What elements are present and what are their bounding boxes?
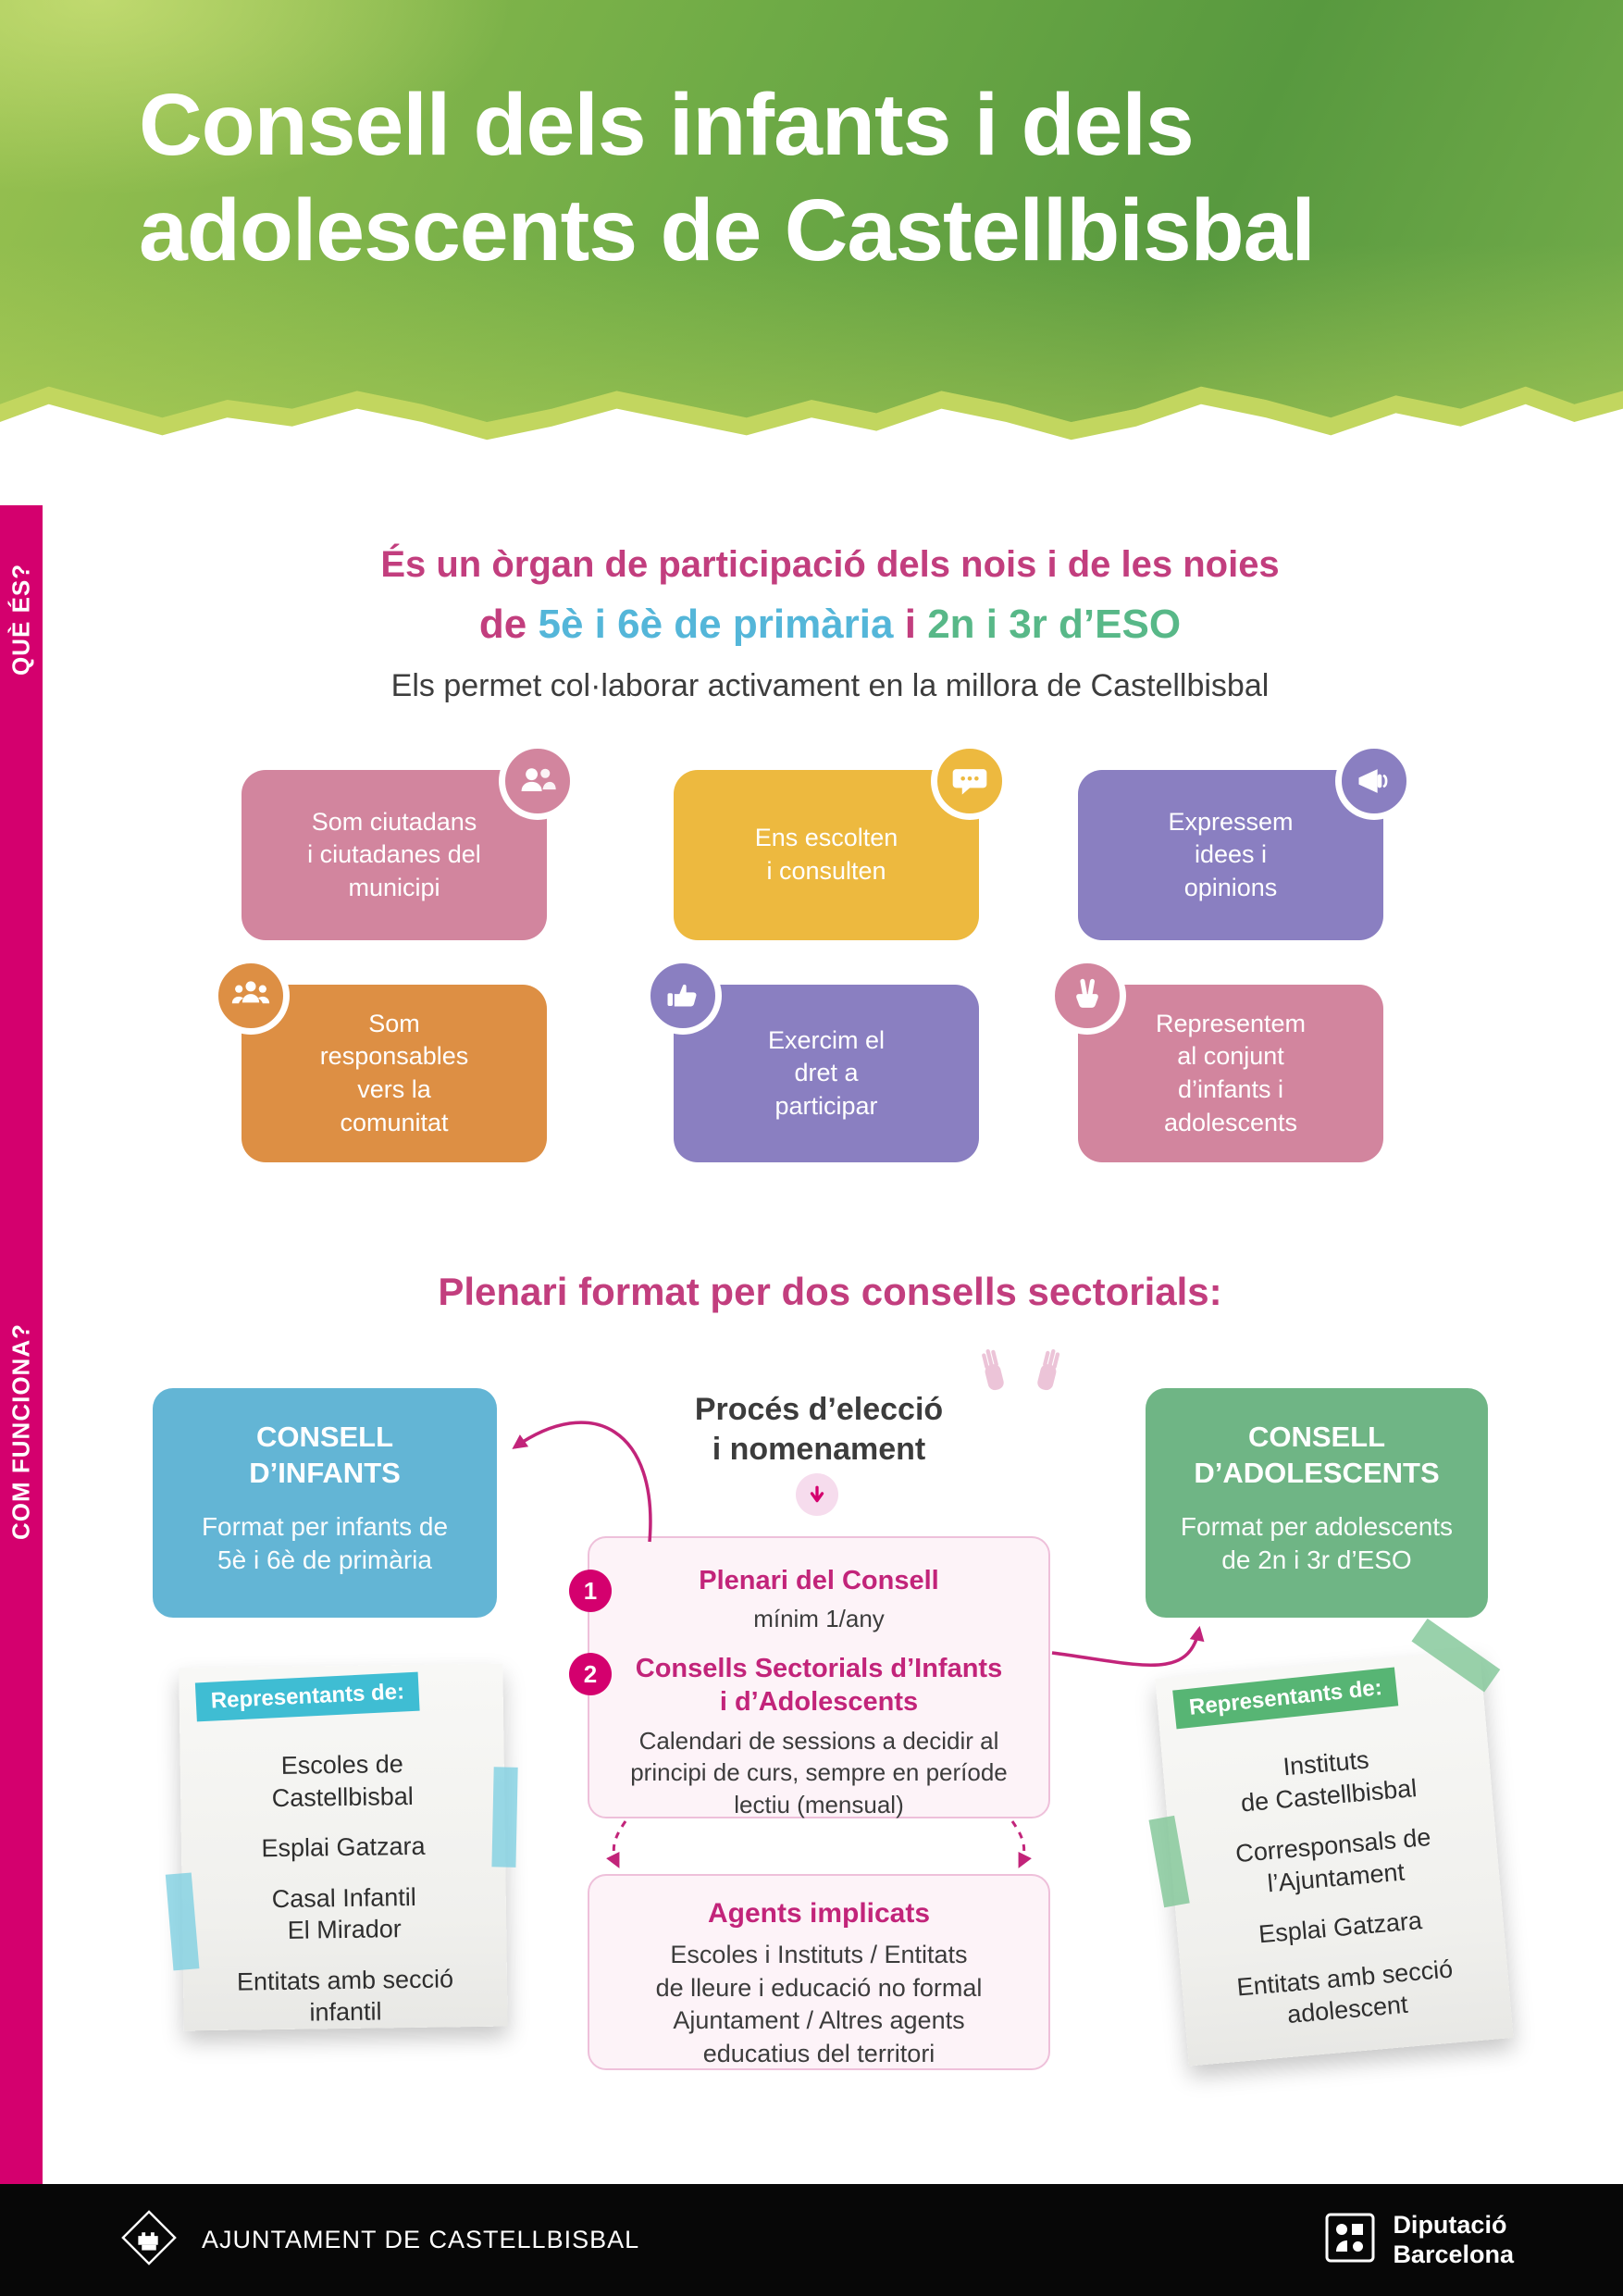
raised-hands-icon [977, 1344, 1064, 1410]
sidebar-stripe: QUÈ ÉS? COM FUNCIONA? [0, 505, 43, 2184]
step-2: Consells Sectorials d’Infants i d’Adoles… [599, 1652, 1039, 1821]
step-1-number: 1 [569, 1570, 612, 1612]
footer-ajuntament: AJUNTAMENT DE CASTELLBISBAL [120, 2209, 639, 2271]
diputacio-line1: Diputació [1393, 2210, 1507, 2239]
arrow-to-adolescents [1051, 1625, 1205, 1668]
ajuntament-castle-logo [120, 2209, 178, 2271]
page-title: Consell dels infants i dels adolescents … [139, 72, 1316, 283]
intro-secondary-grades: 2n i 3r d’ESO [927, 602, 1182, 647]
card-citizens: Som ciutadans i ciutadanes del municipi [242, 742, 576, 940]
card-represent-label: Representem al conjunt d’infants i adole… [1155, 1009, 1307, 1136]
card-responsible: Som responsables vers la comunitat [212, 957, 547, 1162]
footer-diputacio-label: Diputació Barcelona [1393, 2211, 1514, 2270]
agents-body: Escoles i Instituts / Entitats de lleure… [655, 1941, 983, 2067]
note-item: Entitats amb secció infantil [236, 1965, 454, 2027]
card-express: Expressem idees i opinions [1078, 742, 1413, 940]
card-represent: Representem al conjunt d’infants i adole… [1048, 957, 1383, 1162]
down-arrow-icon [796, 1473, 838, 1516]
intro-primary-grades: 5è i 6è de primària [538, 602, 894, 647]
note-items: Escoles de Castellbisbal Esplai Gatzara … [180, 1747, 508, 2050]
agents-title: Agents implicats [707, 1898, 931, 1929]
step-1-detail: mínim 1/any [753, 1605, 885, 1633]
card-listened: Ens escolten i consulten [674, 742, 1009, 940]
council-infants-box: CONSELL D’INFANTS Format per infants de … [153, 1388, 497, 1618]
header-background [0, 0, 1623, 422]
representatives-note-infants: Representants de: Escoles de Castellbisb… [165, 1663, 518, 2031]
note-item: Esplai Gatzara [1258, 1906, 1424, 1949]
dashed-arrow-right [1010, 1820, 1032, 1868]
card-participate: Exercim el dret a participar [644, 957, 979, 1162]
step-2-detail: Calendari de sessions a decidir al princ… [630, 1726, 1008, 1819]
step-2-number: 2 [569, 1653, 612, 1695]
page-title-line1: Consell dels infants i dels [139, 76, 1195, 174]
footer-diputacio: Diputació Barcelona [1324, 2211, 1514, 2270]
council-infants-body: Format per infants de 5è i 6è de primàri… [201, 1511, 449, 1574]
footer-ajuntament-label: AJUNTAMENT DE CASTELLBISBAL [202, 2226, 640, 2253]
header: Consell dels infants i dels adolescents … [0, 0, 1623, 444]
peace-hand-icon [1048, 957, 1126, 1035]
megaphone-icon [1335, 742, 1413, 820]
community-icon [212, 957, 290, 1035]
note-item: Escoles de Castellbisbal [271, 1750, 414, 1812]
diputacio-line2: Barcelona [1393, 2240, 1514, 2268]
step-1: Plenari del Consell mínim 1/any [599, 1564, 1039, 1635]
card-participate-label: Exercim el dret a participar [767, 1025, 886, 1120]
intro-connector: i [893, 602, 928, 647]
arrow-to-infants [512, 1421, 652, 1543]
page-title-line2: adolescents de Castellbisbal [139, 181, 1316, 279]
how-works-heading: Plenari format per dos consells sectoria… [438, 1270, 1222, 1313]
footer: AJUNTAMENT DE CASTELLBISBAL Diputació Ba… [0, 2184, 1623, 2296]
intro-line-2: de 5è i 6è de primària i 2n i 3r d’ESO [37, 602, 1623, 648]
diputacio-logo [1324, 2212, 1376, 2268]
plenari-box: 1 2 Plenari del Consell mínim 1/any Cons… [569, 1536, 1050, 1821]
intro-prefix: de [478, 602, 539, 647]
note-item: Casal Infantil El Mirador [271, 1882, 417, 1945]
council-adolescents-box: CONSELL D’ADOLESCENTS Format per adolesc… [1146, 1388, 1488, 1618]
council-adolescents-title: CONSELL D’ADOLESCENTS [1194, 1421, 1440, 1489]
step-1-title: Plenari del Consell [699, 1566, 939, 1595]
note-item: Entitats amb secció adolescent [1235, 1955, 1455, 2029]
card-responsible-label: Som responsables vers la comunitat [319, 1009, 469, 1136]
note-item: Corresponsals de l’Ajuntament [1234, 1822, 1432, 1897]
agents-box: Agents implicats Escoles i Instituts / E… [588, 1874, 1050, 2070]
process-label: Procés d’elecció i nomenament [694, 1392, 944, 1467]
intro-line-1: És un òrgan de participació dels nois i … [380, 544, 1280, 585]
speech-bubble-icon [931, 742, 1009, 820]
step-2-title: Consells Sectorials d’Infants i d’Adoles… [635, 1654, 1003, 1718]
citizens-icon [499, 742, 576, 820]
council-adolescents-body: Format per adolescents de 2n i 3r d’ESO [1180, 1511, 1454, 1574]
card-listened-label: Ens escolten i consulten [754, 824, 898, 885]
card-citizens-label: Som ciutadans i ciutadanes del municipi [307, 807, 481, 901]
council-infants-title: CONSELL D’INFANTS [249, 1421, 401, 1489]
note-items: Instituts de Castellbisbal Corresponsals… [1162, 1733, 1513, 2058]
note-item: Esplai Gatzara [261, 1831, 426, 1863]
representatives-note-adolescents: Representants de: Instituts de Castellbi… [1148, 1618, 1514, 2066]
card-express-label: Expressem idees i opinions [1168, 807, 1294, 901]
thumbs-up-icon [644, 957, 722, 1035]
dashed-arrow-left [606, 1820, 627, 1868]
intro-line-3: Els permet col·laborar activament en la … [390, 668, 1270, 703]
